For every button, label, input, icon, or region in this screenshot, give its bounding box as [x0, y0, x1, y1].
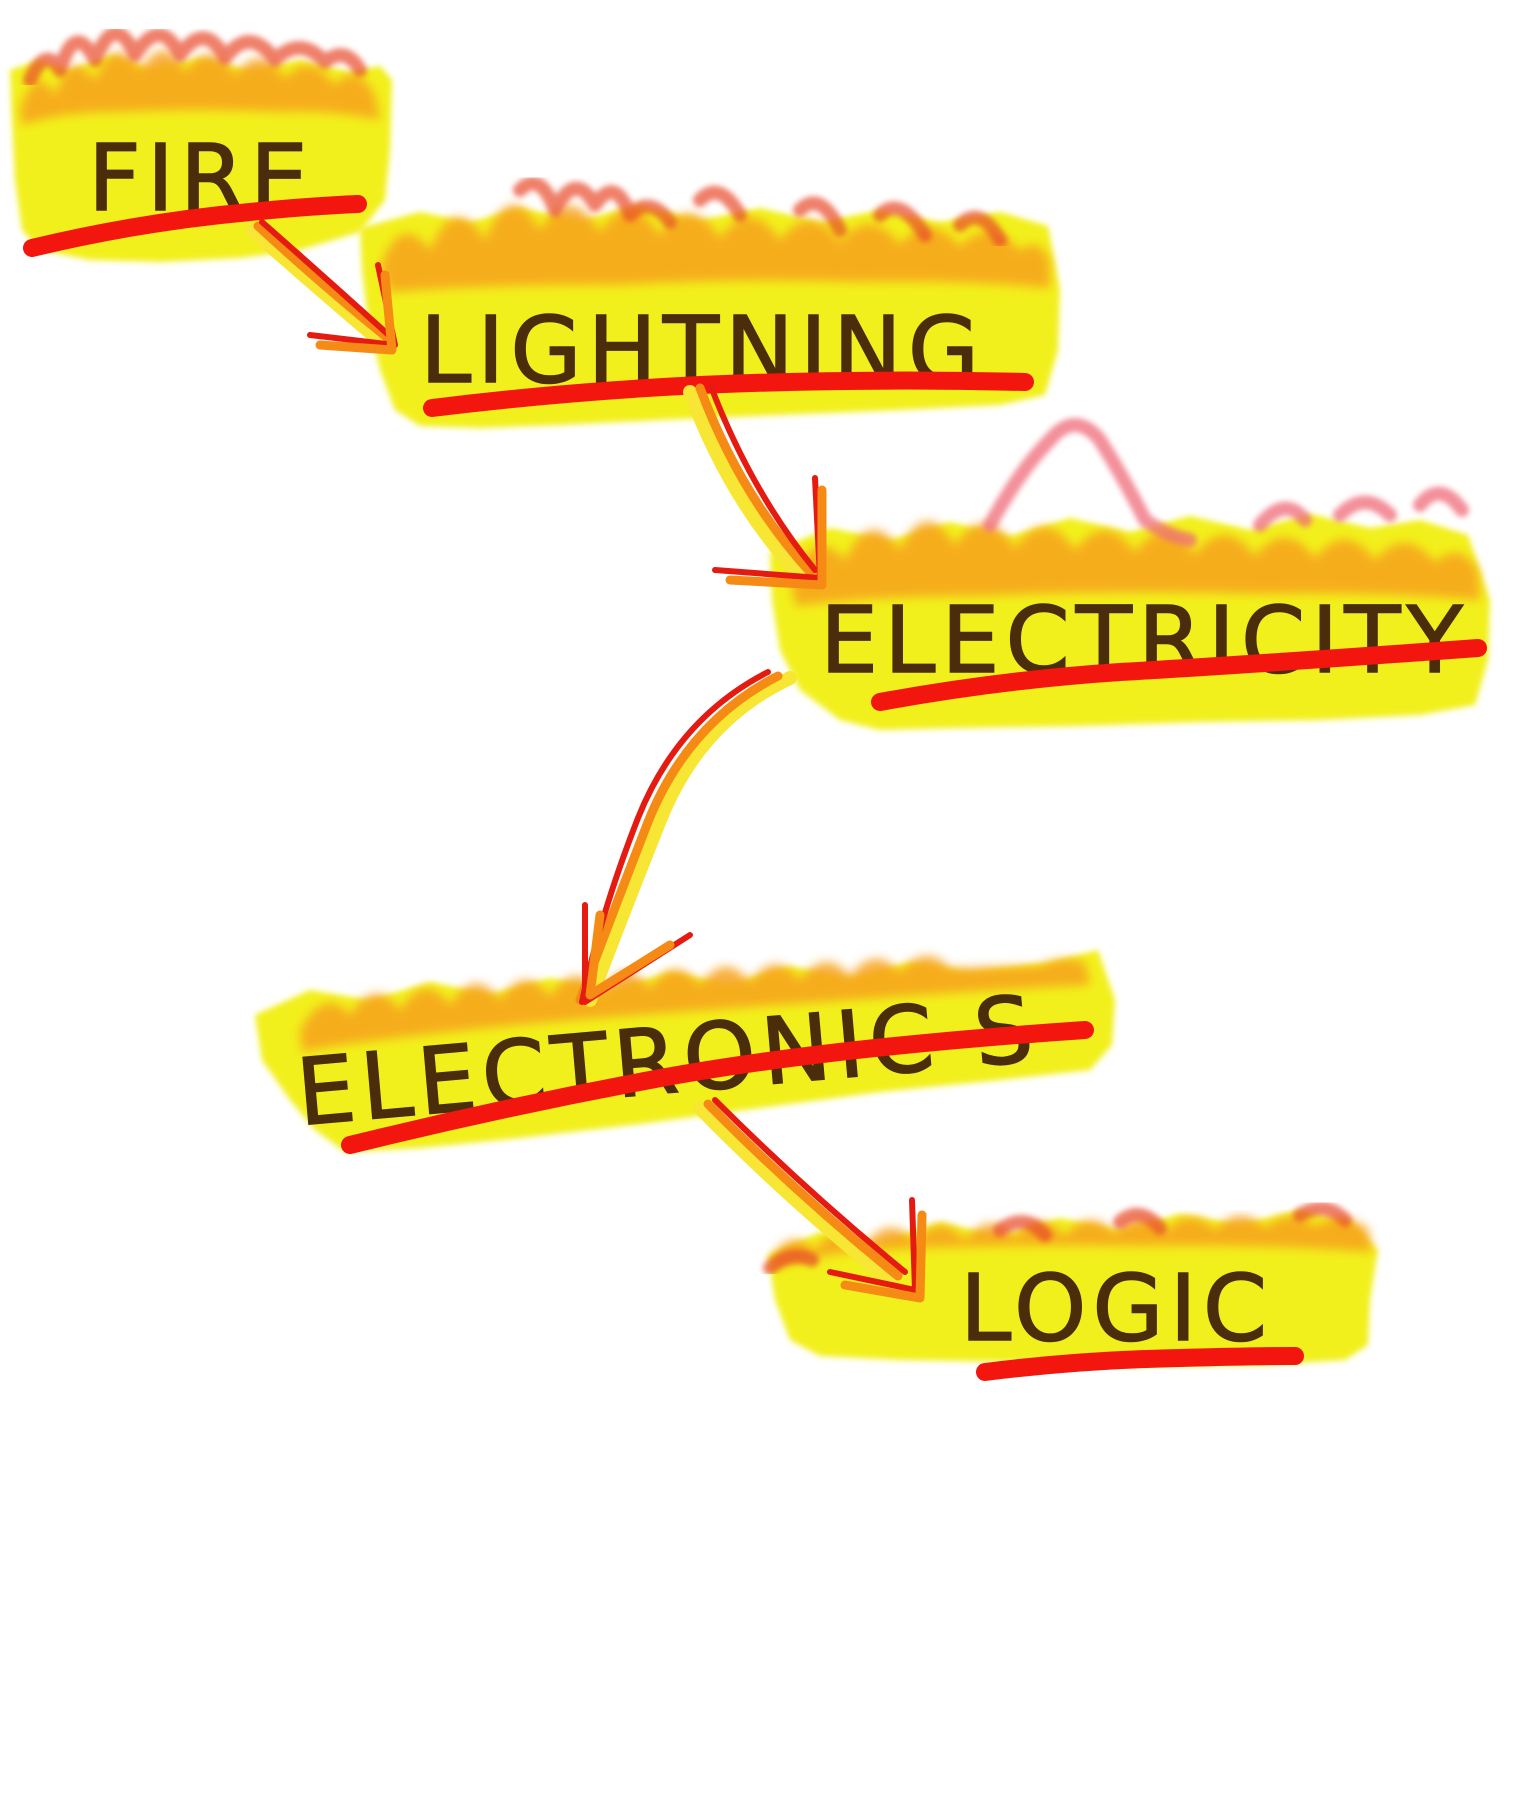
node-electronics-underline: [341, 1021, 1094, 1154]
node-electricity: ELECTRICITY: [770, 418, 1490, 730]
node-fire-underline: [23, 195, 367, 257]
edge-electricity-to-electronics: [575, 669, 797, 1007]
node-electronics: ELECTRONIC S: [255, 950, 1115, 1154]
node-lightning-flames: [380, 204, 1050, 292]
node-electronics-flames: [300, 955, 1090, 1052]
node-fire: FIRE: [10, 26, 392, 262]
node-electricity-flames: [790, 521, 1480, 606]
edge-electronics-to-logic: [693, 1097, 927, 1303]
edge-lightning-to-electricity: [683, 381, 827, 590]
arrow-head-logic: [827, 1197, 918, 1293]
node-electricity-flame-tips: [983, 418, 1469, 547]
node-logic-underline: [976, 1347, 1304, 1381]
node-fire-flames: [20, 50, 380, 125]
node-logic-flames: [770, 1215, 1372, 1270]
node-logic-label: LOGIC: [960, 1255, 1273, 1362]
edge-fire-to-lightning: [245, 219, 398, 355]
node-electricity-underline: [871, 639, 1487, 711]
node-logic-flame-tips: [763, 1201, 1352, 1275]
node-fire-flame-tips: [23, 26, 367, 87]
node-lightning-flame-tips: [513, 176, 1007, 247]
